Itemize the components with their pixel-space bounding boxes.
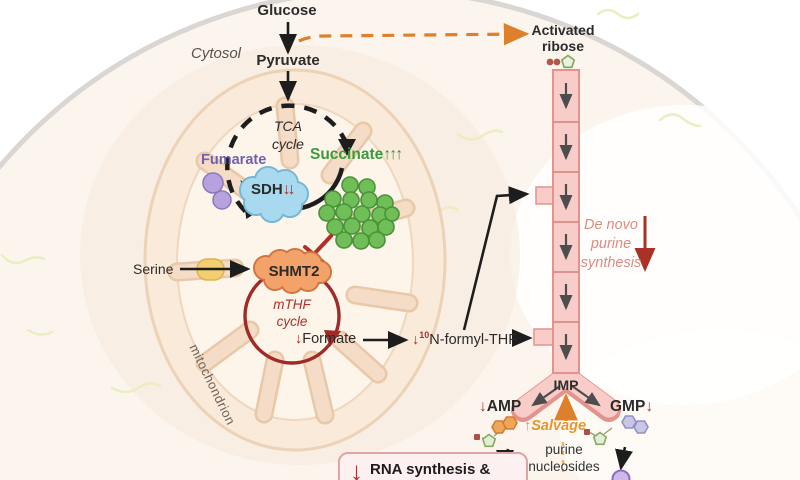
connector-arrows (180, 22, 533, 350)
shmt2-enzyme-blob (253, 248, 332, 294)
fumarate-molecules (202, 172, 232, 210)
formyl-thf-label: ↓10N-formyl-THF (412, 330, 517, 349)
outcome-line1: RNA synthesis & (370, 461, 491, 478)
background-squiggles (0, 8, 702, 394)
formate-down-arrow: ↓ (295, 331, 303, 347)
cytosol-label: Cytosol (191, 45, 242, 62)
activated-ribose-label: Activated ribose (531, 22, 595, 55)
succinate-label: Succinate↑↑↑ (310, 146, 403, 164)
amp-label: ↓AMP (479, 398, 521, 416)
gmp-text: GMP (610, 398, 646, 415)
sdh-down-arrows: ↓↓ (282, 181, 296, 198)
sdh-label: SDH↓↓ (251, 181, 296, 199)
formate-text: Formate (302, 331, 357, 347)
outcome-box: ↓ RNA synthesis & metabolic growth (338, 452, 528, 480)
imp-label: IMP (553, 377, 579, 393)
fumarate-label: Fumarate (201, 152, 267, 168)
salvage-up-arrow: ↑ (524, 418, 532, 434)
pyruvate-label: Pyruvate (256, 52, 320, 69)
mthf-cycle-label: mTHF cycle (273, 297, 311, 329)
purine-nucleosides-label: purine nucleosides (528, 442, 600, 474)
de-novo-label: De novo purine synthesis (580, 217, 642, 271)
formyl-down-arrow: ↓ (412, 331, 420, 348)
sdh-text: SDH (251, 181, 283, 198)
succinate-text: Succinate (310, 146, 384, 163)
salvage-text: Salvage (531, 418, 587, 434)
succinate-molecules (318, 176, 400, 250)
gmp-down-arrow: ↓ (645, 398, 654, 415)
gmp-molecule-icon (584, 415, 649, 446)
succinate-up-arrows: ↑↑↑ (383, 146, 403, 163)
activated-ribose-icon (546, 54, 576, 69)
salvage-label: ↑Salvage (524, 418, 586, 435)
serine-label: Serine (133, 261, 174, 277)
shmt2-label: SHMT2 (268, 263, 320, 280)
formate-label: ↓Formate (295, 331, 356, 348)
glucose-label: Glucose (257, 2, 317, 19)
amp-text: AMP (486, 398, 522, 415)
formyl-superscript: 10 (419, 330, 430, 340)
outcome-text: RNA synthesis & metabolic growth (370, 461, 494, 480)
tca-cycle-arrow (225, 103, 356, 215)
amp-molecule-icon (474, 416, 518, 448)
pathway-step-arrows (531, 83, 601, 407)
gmp-label: GMP↓ (610, 398, 653, 416)
purine-pathway-column (511, 69, 621, 422)
salvage-arrows (554, 393, 578, 472)
sdh-enzyme-blob (239, 166, 309, 223)
amp-down-arrow: ↓ (479, 398, 487, 415)
outcome-down-arrow: ↓ (350, 456, 363, 480)
formyl-text: N-formyl-THF (429, 331, 518, 348)
glucose-to-ribose-dashed-arrow (298, 22, 530, 46)
tca-cycle-label: TCA cycle (272, 118, 304, 152)
